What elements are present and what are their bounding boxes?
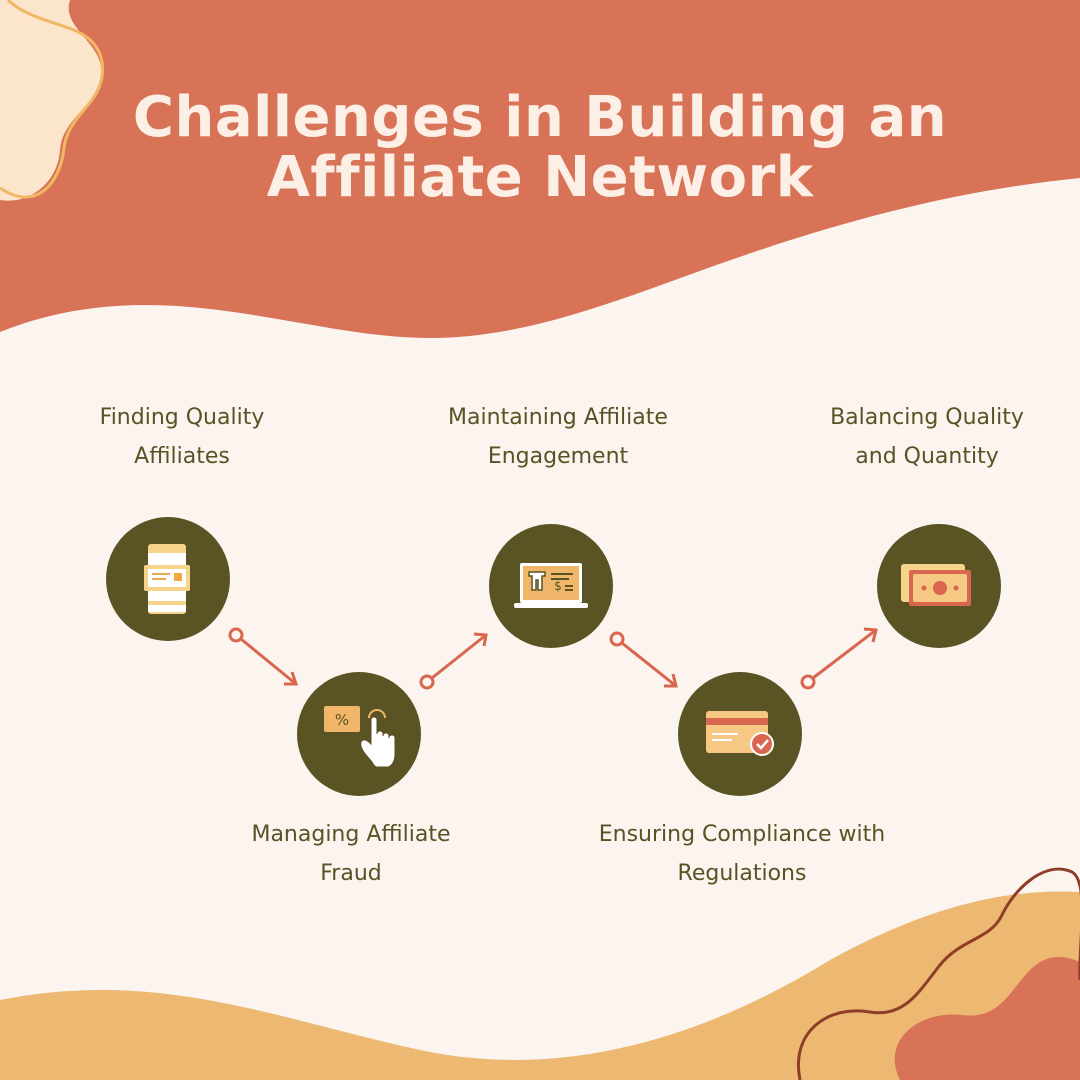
step-5-node [877, 524, 1001, 648]
page-title: Challenges in Building an Affiliate Netw… [90, 88, 990, 208]
svg-text:$: $ [554, 579, 562, 593]
step-4-label-line-2: Regulations [677, 861, 807, 886]
step-5-label: Balancing Quality and Quantity [767, 398, 1080, 476]
header-wave [0, 0, 1080, 338]
step-1-label: Finding Quality Affiliates [22, 398, 342, 476]
mobile-checkout-icon [144, 544, 190, 614]
discount-tap-icon: % [324, 706, 396, 768]
step-1-node [106, 517, 230, 641]
laptop-shop-icon: $ [514, 563, 588, 608]
step-5-label-line-1: Balancing Quality [830, 405, 1024, 430]
step-4-label-line-1: Ensuring Compliance with [598, 822, 886, 847]
step-2-label: Managing Affiliate Fraud [191, 815, 511, 893]
step-3-label: Maintaining Affiliate Engagement [398, 398, 718, 476]
step-1-label-line-1: Finding Quality [99, 405, 265, 430]
credit-card-check-icon [706, 711, 774, 756]
step-3-label-line-1: Maintaining Affiliate [448, 405, 668, 430]
title-line-1: Challenges in Building an [132, 85, 948, 150]
arrow-3 [609, 631, 678, 688]
step-2-node: % [297, 672, 421, 796]
step-3-node: $ [489, 524, 613, 648]
step-5-label-line-2: and Quantity [855, 444, 999, 469]
bottom-right-blob [894, 957, 1080, 1080]
svg-text:%: % [335, 711, 349, 729]
step-4-label: Ensuring Compliance with Regulations [582, 815, 902, 893]
arrow-1 [228, 627, 299, 686]
step-2-label-line-2: Fraud [320, 861, 382, 886]
step-2-label-line-1: Managing Affiliate [251, 822, 451, 847]
cash-icon [901, 564, 971, 606]
top-left-squiggle [0, 0, 105, 199]
bottom-right-squiggle [797, 867, 1080, 1080]
step-4-node [678, 672, 802, 796]
arrow-4 [800, 627, 878, 690]
title-line-2: Affiliate Network [266, 145, 814, 210]
top-left-blob [0, 0, 102, 201]
arrow-2 [419, 632, 488, 690]
step-1-label-line-2: Affiliates [134, 444, 230, 469]
connector-arrows [228, 627, 878, 690]
step-3-label-line-2: Engagement [487, 444, 629, 469]
